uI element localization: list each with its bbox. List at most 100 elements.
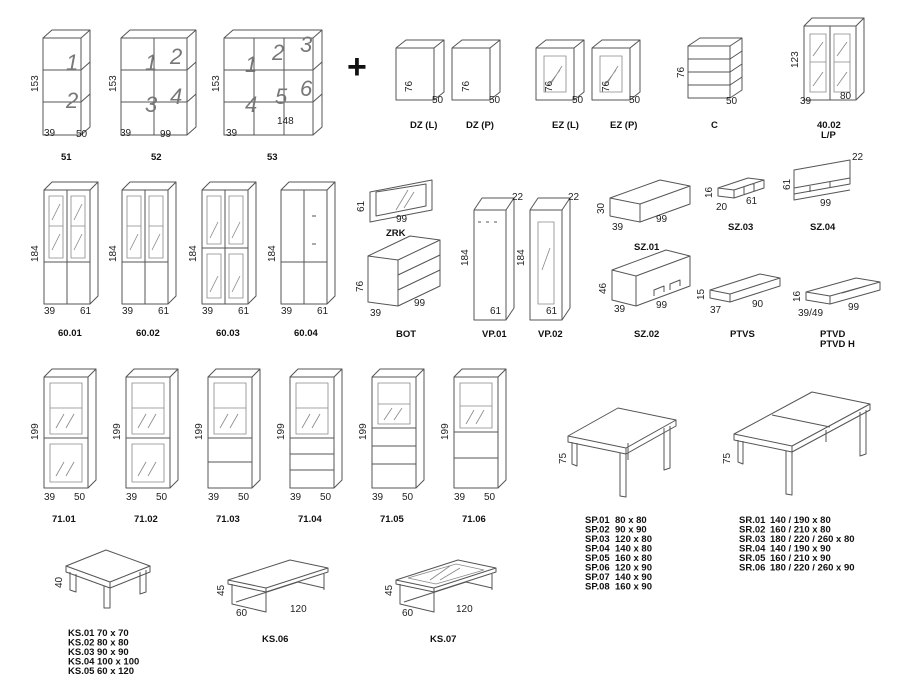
depth-dim: 60	[402, 608, 414, 619]
size-code: SR.06	[739, 563, 765, 574]
product-code: 71.05	[380, 514, 404, 525]
shelf-53: 1 2 3 4 5 6 153 39 148 53	[211, 29, 323, 163]
width-dim: 90	[752, 299, 764, 310]
depth-dim: 39	[126, 492, 138, 503]
height-dim: 184	[516, 249, 527, 266]
size-code: KS.04	[68, 657, 95, 668]
cell-number: 5	[275, 84, 288, 109]
tv-stand-ptvd: 16 39/49 99 PTVD PTVD H	[792, 277, 881, 350]
height-dim: 199	[358, 423, 369, 440]
wall-shelf-sz-04: 61 22 99 SZ.04	[782, 152, 864, 233]
depth-dim: 60	[236, 608, 248, 619]
size-value: 160 / 210 x 90	[770, 553, 831, 564]
size-value: 120 x 90	[615, 563, 652, 574]
width-dim: 99	[820, 198, 832, 209]
size-code: SR.02	[739, 525, 765, 536]
product-code: 60.03	[216, 328, 240, 339]
depth-dim: 20	[716, 202, 728, 213]
height-dim: 76	[601, 80, 612, 92]
depth-dim: 39	[290, 492, 302, 503]
width-dim: 99	[414, 298, 426, 309]
product-code: 51	[61, 152, 72, 163]
size-code: SP.01	[585, 515, 610, 526]
cell-number: 2	[271, 40, 284, 65]
height-dim: 184	[30, 245, 41, 262]
product-code: 60.02	[136, 328, 160, 339]
size-code: KS.03	[68, 647, 94, 658]
product-code: VP.02	[538, 329, 563, 340]
size-code: SP.03	[585, 534, 610, 545]
product-code: 71.03	[216, 514, 240, 525]
size-value: 160 x 80	[615, 553, 652, 564]
depth-dim: 39	[120, 128, 132, 139]
product-code-variant: L/P	[821, 130, 836, 141]
width-dim: 50	[76, 129, 88, 140]
depth-dim: 37	[710, 305, 722, 316]
depth-dim: 39	[372, 492, 384, 503]
height-dim: 45	[216, 584, 227, 596]
height-dim: 46	[598, 282, 609, 294]
height-dim: 75	[722, 452, 733, 464]
width-dim: 50	[432, 95, 444, 106]
cabinet-71-06: 199 39 50 71.06	[440, 368, 507, 525]
height-dim: 76	[461, 80, 472, 92]
size-code: SP.04	[585, 544, 610, 555]
cabinet-71-03: 199 39 50 71.03	[194, 368, 261, 525]
size-code: SR.05	[739, 553, 766, 564]
size-value: 140 x 80	[615, 544, 652, 555]
width-dim: 50	[74, 492, 86, 503]
depth-dim: 39/49	[798, 308, 823, 319]
cell-number: 2	[65, 88, 78, 113]
cell-number: 4	[170, 84, 182, 109]
height-dim: 199	[30, 423, 41, 440]
size-value: 120 x 80	[615, 534, 652, 545]
height-dim: 16	[792, 290, 803, 302]
height-dim: 76	[544, 80, 555, 92]
size-value: 80 x 80	[97, 638, 129, 649]
width-dim: 120	[456, 604, 473, 615]
depth-dim: 22	[852, 152, 864, 163]
size-value: 140 / 190 x 90	[770, 544, 831, 555]
height-dim: 184	[188, 245, 199, 262]
width-dim: 50	[320, 492, 332, 503]
product-code: KS.06	[262, 634, 288, 645]
cell-number: 6	[300, 76, 313, 101]
cabinet-71-05: 199 39 50 71.05	[358, 368, 425, 525]
width-dim: 99	[656, 300, 668, 311]
size-value: 90 x 90	[97, 647, 129, 658]
wall-unit-sz-01: 30 39 99 SZ.01	[596, 179, 691, 253]
size-value: 100 x 100	[97, 657, 139, 668]
product-code: 71.06	[462, 514, 486, 525]
size-code: KS.05	[68, 666, 95, 677]
size-code: SP.08	[585, 582, 610, 593]
width-dim: 50	[489, 95, 501, 106]
depth-dim: 39	[44, 128, 56, 139]
width-dim: 61	[80, 306, 92, 317]
product-code: KS.07	[430, 634, 456, 645]
product-code: ZRK	[386, 228, 406, 239]
height-dim: 153	[30, 75, 41, 92]
shelf-51: 1 2 153 39 50 51	[30, 29, 91, 163]
height-dim: 45	[384, 584, 395, 596]
width-dim: 99	[160, 129, 172, 140]
size-value: 80 x 80	[615, 515, 647, 526]
depth-dim: 39	[800, 96, 812, 107]
mirror-zrk: 61 99 ZRK	[356, 179, 433, 239]
product-code: 71.01	[52, 514, 76, 525]
depth-dim: 39	[44, 492, 56, 503]
plus-sign: +	[347, 48, 367, 86]
width-dim: 61	[317, 306, 329, 317]
product-code: SZ.03	[728, 222, 753, 233]
wall-shelf-sz-03: 16 20 61 SZ.03	[704, 177, 765, 233]
height-dim: 76	[355, 280, 366, 292]
depth-dim: 39	[370, 308, 382, 319]
hallstand-vp-01: 184 22 61 VP.01	[460, 192, 524, 340]
height-dim: 15	[696, 288, 707, 300]
product-code: C	[711, 120, 718, 131]
size-code: SR.01	[739, 515, 766, 526]
coffee-table-ks-07: 45 60 120 KS.07	[384, 559, 497, 645]
size-code: SP.05	[585, 553, 610, 564]
